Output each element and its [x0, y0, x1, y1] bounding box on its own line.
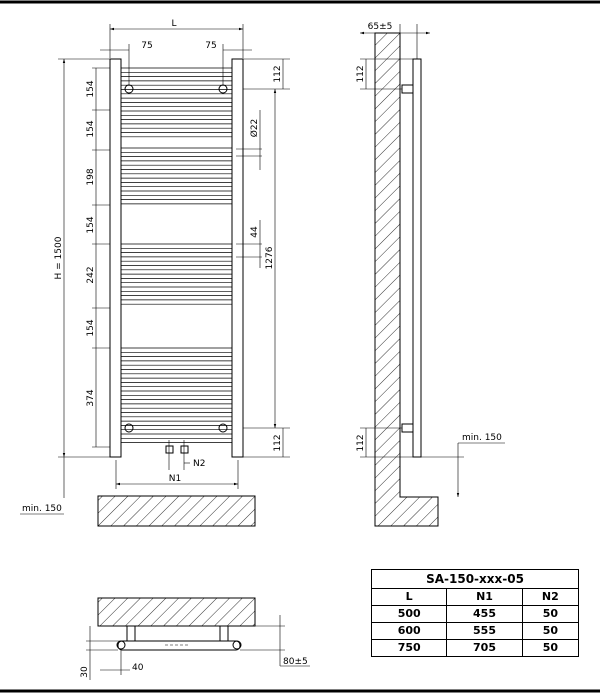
side-view: 65±5 112 112 min. 150	[356, 22, 505, 527]
cell-L: 750	[370, 639, 448, 657]
cell-N1: 705	[446, 639, 523, 657]
cell-N1: 455	[446, 605, 523, 623]
cell-L: 600	[370, 622, 448, 640]
section-label-3: 198	[86, 168, 96, 185]
spec-header-N1: N1	[446, 588, 523, 606]
wall-section	[374, 32, 439, 527]
horizontal-bars	[121, 67, 232, 443]
bracket-left-plan	[126, 625, 136, 642]
radiator-plan-outline	[117, 640, 241, 651]
spec-header-N2: N2	[521, 588, 580, 606]
cell-N2: 50	[521, 639, 580, 657]
width-label: L	[171, 19, 176, 29]
section-label-2: 154	[86, 120, 96, 137]
side-tube-profile	[412, 58, 422, 458]
floor-clearance-label: min. 150	[22, 504, 62, 514]
bottom-offset-label: 112	[273, 434, 283, 451]
table-row: 750 705 50	[370, 639, 580, 657]
axis-offset-right-label: 75	[205, 41, 216, 51]
section-label-5: 242	[86, 266, 96, 283]
table-row: 500 455 50	[370, 605, 580, 623]
gap-label: 44	[250, 226, 260, 238]
spec-table-title: SA-150-xxx-05	[371, 569, 579, 589]
n1-label: N1	[169, 474, 181, 484]
connection-bottom-left	[124, 423, 134, 433]
tube-end-right-plan	[232, 640, 242, 650]
cell-N2: 50	[521, 605, 580, 623]
n2-label: N2	[193, 459, 205, 469]
side-depth-label: 65±5	[368, 22, 393, 32]
connection-bottom-right	[218, 423, 228, 433]
wall-bracket-bottom	[401, 423, 414, 433]
spec-table: SA-150-xxx-05 L N1 N2 500 455 50 600 555…	[370, 569, 580, 657]
inner-height-label: 1276	[265, 246, 275, 269]
cell-N2: 50	[521, 622, 580, 640]
right-side-tube	[231, 58, 244, 458]
valve-left	[165, 445, 174, 454]
spec-header-L: L	[370, 588, 448, 606]
height-label: H = 1500	[54, 236, 64, 279]
plan-height-label: 30	[80, 666, 90, 678]
section-label-4: 154	[86, 216, 96, 233]
wall-bracket-top	[401, 84, 414, 94]
valve-right	[180, 445, 189, 454]
left-side-tube	[109, 58, 122, 458]
plan-width-label: 40	[132, 663, 144, 673]
plan-depth-label: 80±5	[283, 657, 308, 667]
side-floor-clearance-label: min. 150	[462, 433, 502, 443]
bracket-right-plan	[219, 625, 229, 642]
cell-L: 500	[370, 605, 448, 623]
side-top-offset-label: 112	[356, 65, 366, 82]
axis-offset-left-label: 75	[141, 41, 152, 51]
cell-N1: 555	[446, 622, 523, 640]
side-bottom-offset-label: 112	[356, 434, 366, 451]
top-offset-label: 112	[273, 65, 283, 82]
tube-diameter-label: Ø22	[249, 119, 260, 138]
wall-block-plan	[97, 597, 256, 627]
floor-block	[97, 495, 256, 527]
plan-view: 30 40 80±5	[80, 597, 310, 680]
section-label-6: 154	[86, 319, 96, 336]
section-label-1: 154	[86, 80, 96, 97]
table-row: 600 555 50	[370, 622, 580, 640]
connection-top-left	[124, 84, 134, 94]
front-view: L 75 75 H = 1500 154 154 198 154 242 154…	[20, 19, 290, 527]
connection-top-right	[218, 84, 228, 94]
section-ticks	[92, 67, 110, 448]
section-label-7: 374	[86, 389, 96, 406]
